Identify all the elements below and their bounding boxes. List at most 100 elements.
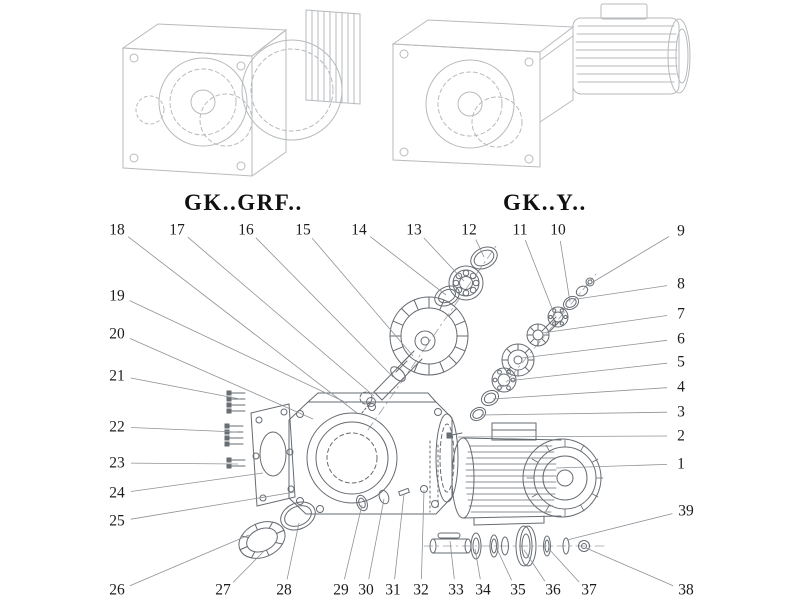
leader-line-32 xyxy=(421,489,425,580)
part-number-10: 10 xyxy=(550,221,566,239)
part-number-5: 5 xyxy=(677,353,685,371)
bolt-set-upper xyxy=(226,390,246,414)
part-number-13: 13 xyxy=(406,221,422,239)
leader-line-34 xyxy=(474,548,481,580)
leader-line-1 xyxy=(555,464,668,469)
part-number-25: 25 xyxy=(109,512,125,530)
part-number-2: 2 xyxy=(677,427,685,445)
leader-line-10 xyxy=(559,240,571,303)
leader-line-19 xyxy=(129,300,348,404)
leader-line-30 xyxy=(368,498,385,580)
part-number-9: 9 xyxy=(677,222,685,240)
leader-line-9 xyxy=(587,236,670,286)
leader-line-15 xyxy=(311,238,414,357)
part-number-4: 4 xyxy=(677,378,685,396)
leader-line-27 xyxy=(232,549,266,583)
leader-line-4 xyxy=(492,387,668,400)
vent-plug xyxy=(446,432,463,439)
leader-line-2 xyxy=(457,435,668,438)
electric-motor xyxy=(451,422,604,526)
leader-line-24 xyxy=(130,472,264,492)
leader-line-25 xyxy=(130,491,296,520)
leader-line-33 xyxy=(449,540,455,580)
leader-line-22 xyxy=(130,427,238,433)
part-number-28: 28 xyxy=(276,581,292,599)
part-number-20: 20 xyxy=(109,325,125,343)
part-number-26: 26 xyxy=(109,581,125,599)
retaining-ring xyxy=(470,246,498,270)
part-number-22: 22 xyxy=(109,418,125,436)
part-number-17: 17 xyxy=(169,221,185,239)
leader-line-3 xyxy=(480,411,668,416)
part-number-6: 6 xyxy=(677,330,685,348)
output-bearing-large xyxy=(238,521,286,559)
seal-rings xyxy=(469,389,500,422)
part-number-33: 33 xyxy=(448,581,464,599)
spacer-ring xyxy=(434,285,460,307)
gear-housing xyxy=(288,391,459,515)
part-number-7: 7 xyxy=(677,305,685,323)
leader-lines xyxy=(127,236,674,587)
part-number-12: 12 xyxy=(461,221,477,239)
assembled-view-gk-y xyxy=(391,3,691,168)
pinion-bearing xyxy=(547,306,569,328)
leader-line-17 xyxy=(187,236,375,397)
axis-lines xyxy=(367,245,605,547)
part-number-15: 15 xyxy=(295,221,311,239)
small-fasteners xyxy=(356,485,428,512)
part-number-38: 38 xyxy=(678,581,694,599)
leader-line-5 xyxy=(506,362,668,382)
input-bearing xyxy=(448,265,484,301)
part-number-19: 19 xyxy=(109,287,125,305)
leader-line-37 xyxy=(547,547,580,583)
leader-line-13 xyxy=(423,237,465,282)
leader-line-16 xyxy=(255,237,394,378)
leader-line-11 xyxy=(524,240,556,317)
leader-line-18 xyxy=(127,236,358,414)
leader-line-7 xyxy=(541,315,668,334)
part-number-36: 36 xyxy=(545,581,561,599)
part-number-3: 3 xyxy=(677,403,685,421)
part-number-30: 30 xyxy=(358,581,374,599)
bevel-pinion-shaft xyxy=(526,316,561,347)
part-number-14: 14 xyxy=(351,221,367,239)
leader-line-8 xyxy=(576,285,668,300)
output-seal-ring xyxy=(280,501,316,531)
leader-line-36 xyxy=(523,549,546,582)
exploded-view xyxy=(224,245,605,567)
part-number-18: 18 xyxy=(109,221,125,239)
leader-line-35 xyxy=(496,548,512,581)
leader-line-21 xyxy=(130,377,241,400)
part-number-31: 31 xyxy=(385,581,401,599)
part-number-21: 21 xyxy=(109,367,125,385)
leader-line-12 xyxy=(475,239,485,258)
helical-gear-wheel xyxy=(389,296,469,376)
part-number-39: 39 xyxy=(678,502,694,520)
part-number-24: 24 xyxy=(109,484,125,502)
leader-line-26 xyxy=(129,534,250,587)
bolt-set-lower xyxy=(226,457,246,469)
leader-line-23 xyxy=(130,462,239,465)
part-number-35: 35 xyxy=(510,581,526,599)
part-number-16: 16 xyxy=(238,221,254,239)
leader-line-39 xyxy=(566,513,673,541)
leader-line-38 xyxy=(585,547,674,587)
leader-line-6 xyxy=(521,339,668,359)
leader-line-31 xyxy=(394,493,405,580)
part-number-37: 37 xyxy=(581,581,597,599)
shim-rings xyxy=(562,277,595,311)
part-number-27: 27 xyxy=(215,581,231,599)
bolt-set-middle xyxy=(224,423,244,447)
part-number-34: 34 xyxy=(475,581,491,599)
mounting-flange-plate xyxy=(250,403,296,507)
leader-line-28 xyxy=(286,522,300,580)
part-number-29: 29 xyxy=(333,581,349,599)
part-number-23: 23 xyxy=(109,454,125,472)
part-number-8: 8 xyxy=(677,275,685,293)
leader-line-14 xyxy=(369,236,447,296)
leader-line-29 xyxy=(344,504,363,580)
part-number-32: 32 xyxy=(413,581,429,599)
part-number-1: 1 xyxy=(677,455,685,473)
